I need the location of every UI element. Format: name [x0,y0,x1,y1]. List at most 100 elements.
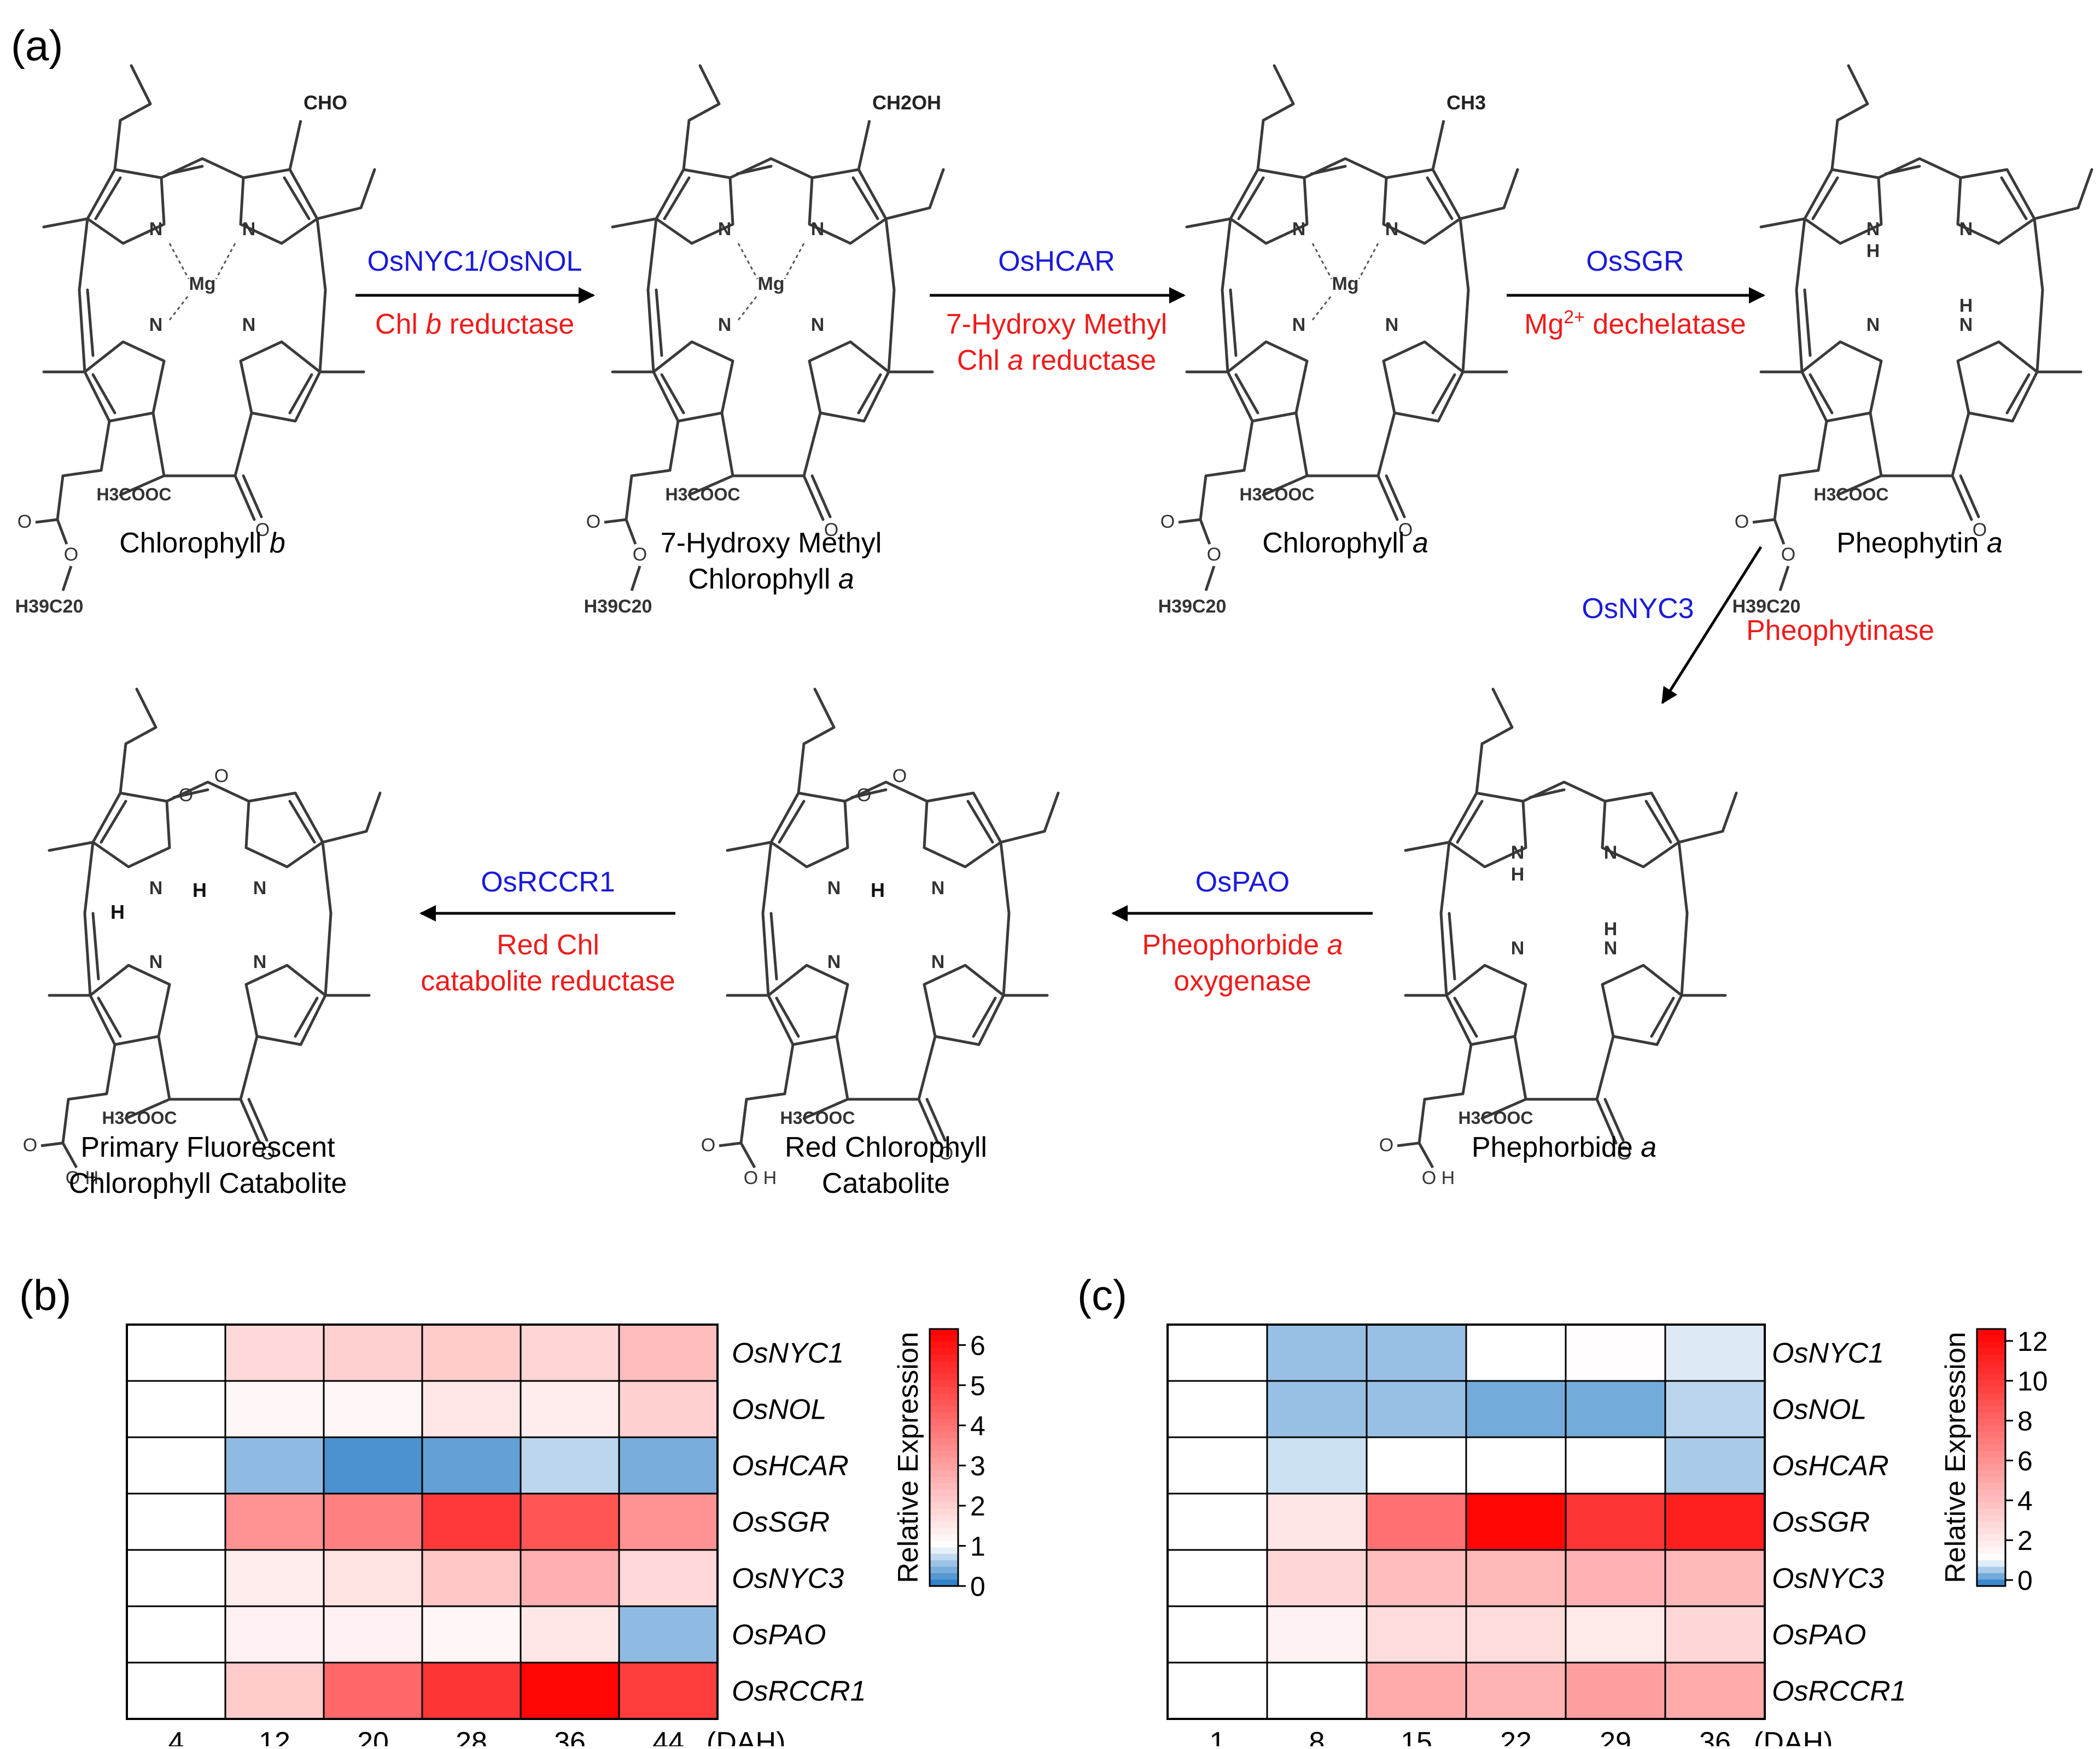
nitrogen-atom: N [811,219,825,240]
phytyl-group: H39C20 [1158,596,1227,617]
enzyme-label: Pheophorbide a [1142,929,1343,961]
hydrogen-atom: H [1959,295,1973,316]
heatmap-cell [1465,1493,1567,1551]
colorbar-segment [930,1515,958,1523]
heatmap-cell [1565,1605,1666,1664]
colorbar-segment [1977,1419,2005,1426]
colorbar-segment [930,1470,958,1478]
heatmap-border [1166,1324,1766,1720]
hydrogen-atom: H [192,879,207,901]
x-tick-label: 36 [554,1727,586,1746]
heatmap-cell [1664,1661,1766,1720]
heatmap-cell [224,1605,325,1664]
heatmap-cell [224,1324,325,1382]
colorbar-segment [930,1458,958,1465]
nitrogen-atom: N [811,314,825,335]
methyl-ester-group: H3COOC [666,485,740,504]
heatmap-cell [1266,1324,1368,1382]
colorbar-segment [930,1380,958,1387]
enzyme-label-line2: oxygenase [1174,965,1311,997]
coordination-bond [1311,243,1333,279]
molecule-name-m4: Pheophytin a [1836,527,2003,559]
heatmap-cell [126,1380,226,1438]
heatmap-cell [520,1436,620,1495]
colorbar-segment [1977,1406,2005,1413]
enzyme-label: Chl b reductase [375,308,574,340]
colorbar-segment [1977,1509,2005,1516]
enzyme-label: Red Chl [497,929,599,961]
colorbar-segment [930,1444,958,1452]
bond [61,1142,78,1169]
nitrogen-atom: N [718,219,732,240]
heatmap-cell [1166,1436,1268,1495]
colorbar-segment [1977,1489,2005,1497]
colorbar-segment [1977,1367,2005,1375]
oxygen-atom: O [857,785,871,806]
heatmap-cell [421,1549,522,1607]
heatmap-cell [1266,1493,1368,1551]
heatmap-cell [1266,1436,1368,1495]
heatmap-cell [421,1605,522,1664]
coordination-bond [1358,243,1379,279]
heatmap-cell [224,1661,325,1720]
heatmap-cell [1664,1324,1766,1382]
hydrogen-atom: H [1604,919,1618,940]
colorbar-segment [930,1419,958,1426]
bond [1418,1142,1434,1169]
heatmap-cell [1664,1436,1766,1495]
heatmap-cell [1465,1549,1567,1607]
heatmap-cell [1266,1661,1368,1720]
oxygen-atom: O [892,766,907,786]
carbonyl-oxygen: O [824,520,838,540]
colorbar-tick-label: 5 [970,1371,985,1401]
gene-label: OsRCCR1 [481,866,615,898]
heatmap-cell [1565,1436,1666,1495]
hydroxyl-group: O H [1422,1168,1455,1188]
oxygen-atom: O [64,544,78,565]
heatmap-cell [520,1549,620,1607]
colorbar-segment [930,1374,958,1381]
colorbar-tick-label: 4 [2017,1485,2033,1516]
nitrogen-atom: N [827,878,841,899]
x-tick-label: 1 [1210,1727,1226,1746]
colorbar-segment [1977,1412,2005,1420]
colorbar-segment [930,1579,958,1587]
gene-row-label: OsRCCR1 [1772,1676,1906,1707]
heatmap-cell [421,1661,522,1720]
x-tick-label: 8 [1309,1727,1325,1746]
heatmap-cell [1565,1661,1666,1720]
nitrogen-atom: N [149,878,163,899]
colorbar-segment [1977,1355,2005,1362]
molecule-name-m3: Chlorophyll a [1262,527,1428,559]
enzyme-label-line2: catabolite reductase [421,965,675,997]
colorbar-segment [1977,1502,2005,1509]
colorbar-segment [1977,1361,2005,1368]
heatmap-cell [323,1661,423,1720]
colorbar-segment [930,1367,958,1375]
porphyrin-skeleton [1761,66,2092,520]
oxygen-atom: O [1207,544,1221,565]
substituent-group: CH2OH [872,91,941,114]
heatmap-cell [224,1380,325,1438]
nitrogen-atom: N [931,952,945,972]
panel-label: (b) [19,1271,71,1319]
substituent-bond [1431,120,1445,170]
bond [739,1142,756,1169]
heatmaps: (b)OsNYC1OsNOLOsHCAROsSGROsNYC3OsPAOOsRC… [19,1271,2048,1749]
hydrogen-atom: H [871,879,885,901]
gene-label: OsHCAR [998,246,1115,277]
oxygen-atom: O [1160,511,1175,532]
colorbar-segment [1977,1515,2005,1523]
bond [1199,519,1211,545]
heatmap-cell [224,1436,325,1495]
colorbar-segment [930,1573,958,1581]
bond [630,565,641,591]
colorbar-segment [930,1535,958,1542]
colorbar-segment [1977,1458,2005,1465]
heatmap-cell [1166,1549,1268,1607]
bond [56,519,68,545]
colorbar-segment [1977,1432,2005,1439]
heatmap-cell [323,1605,423,1664]
